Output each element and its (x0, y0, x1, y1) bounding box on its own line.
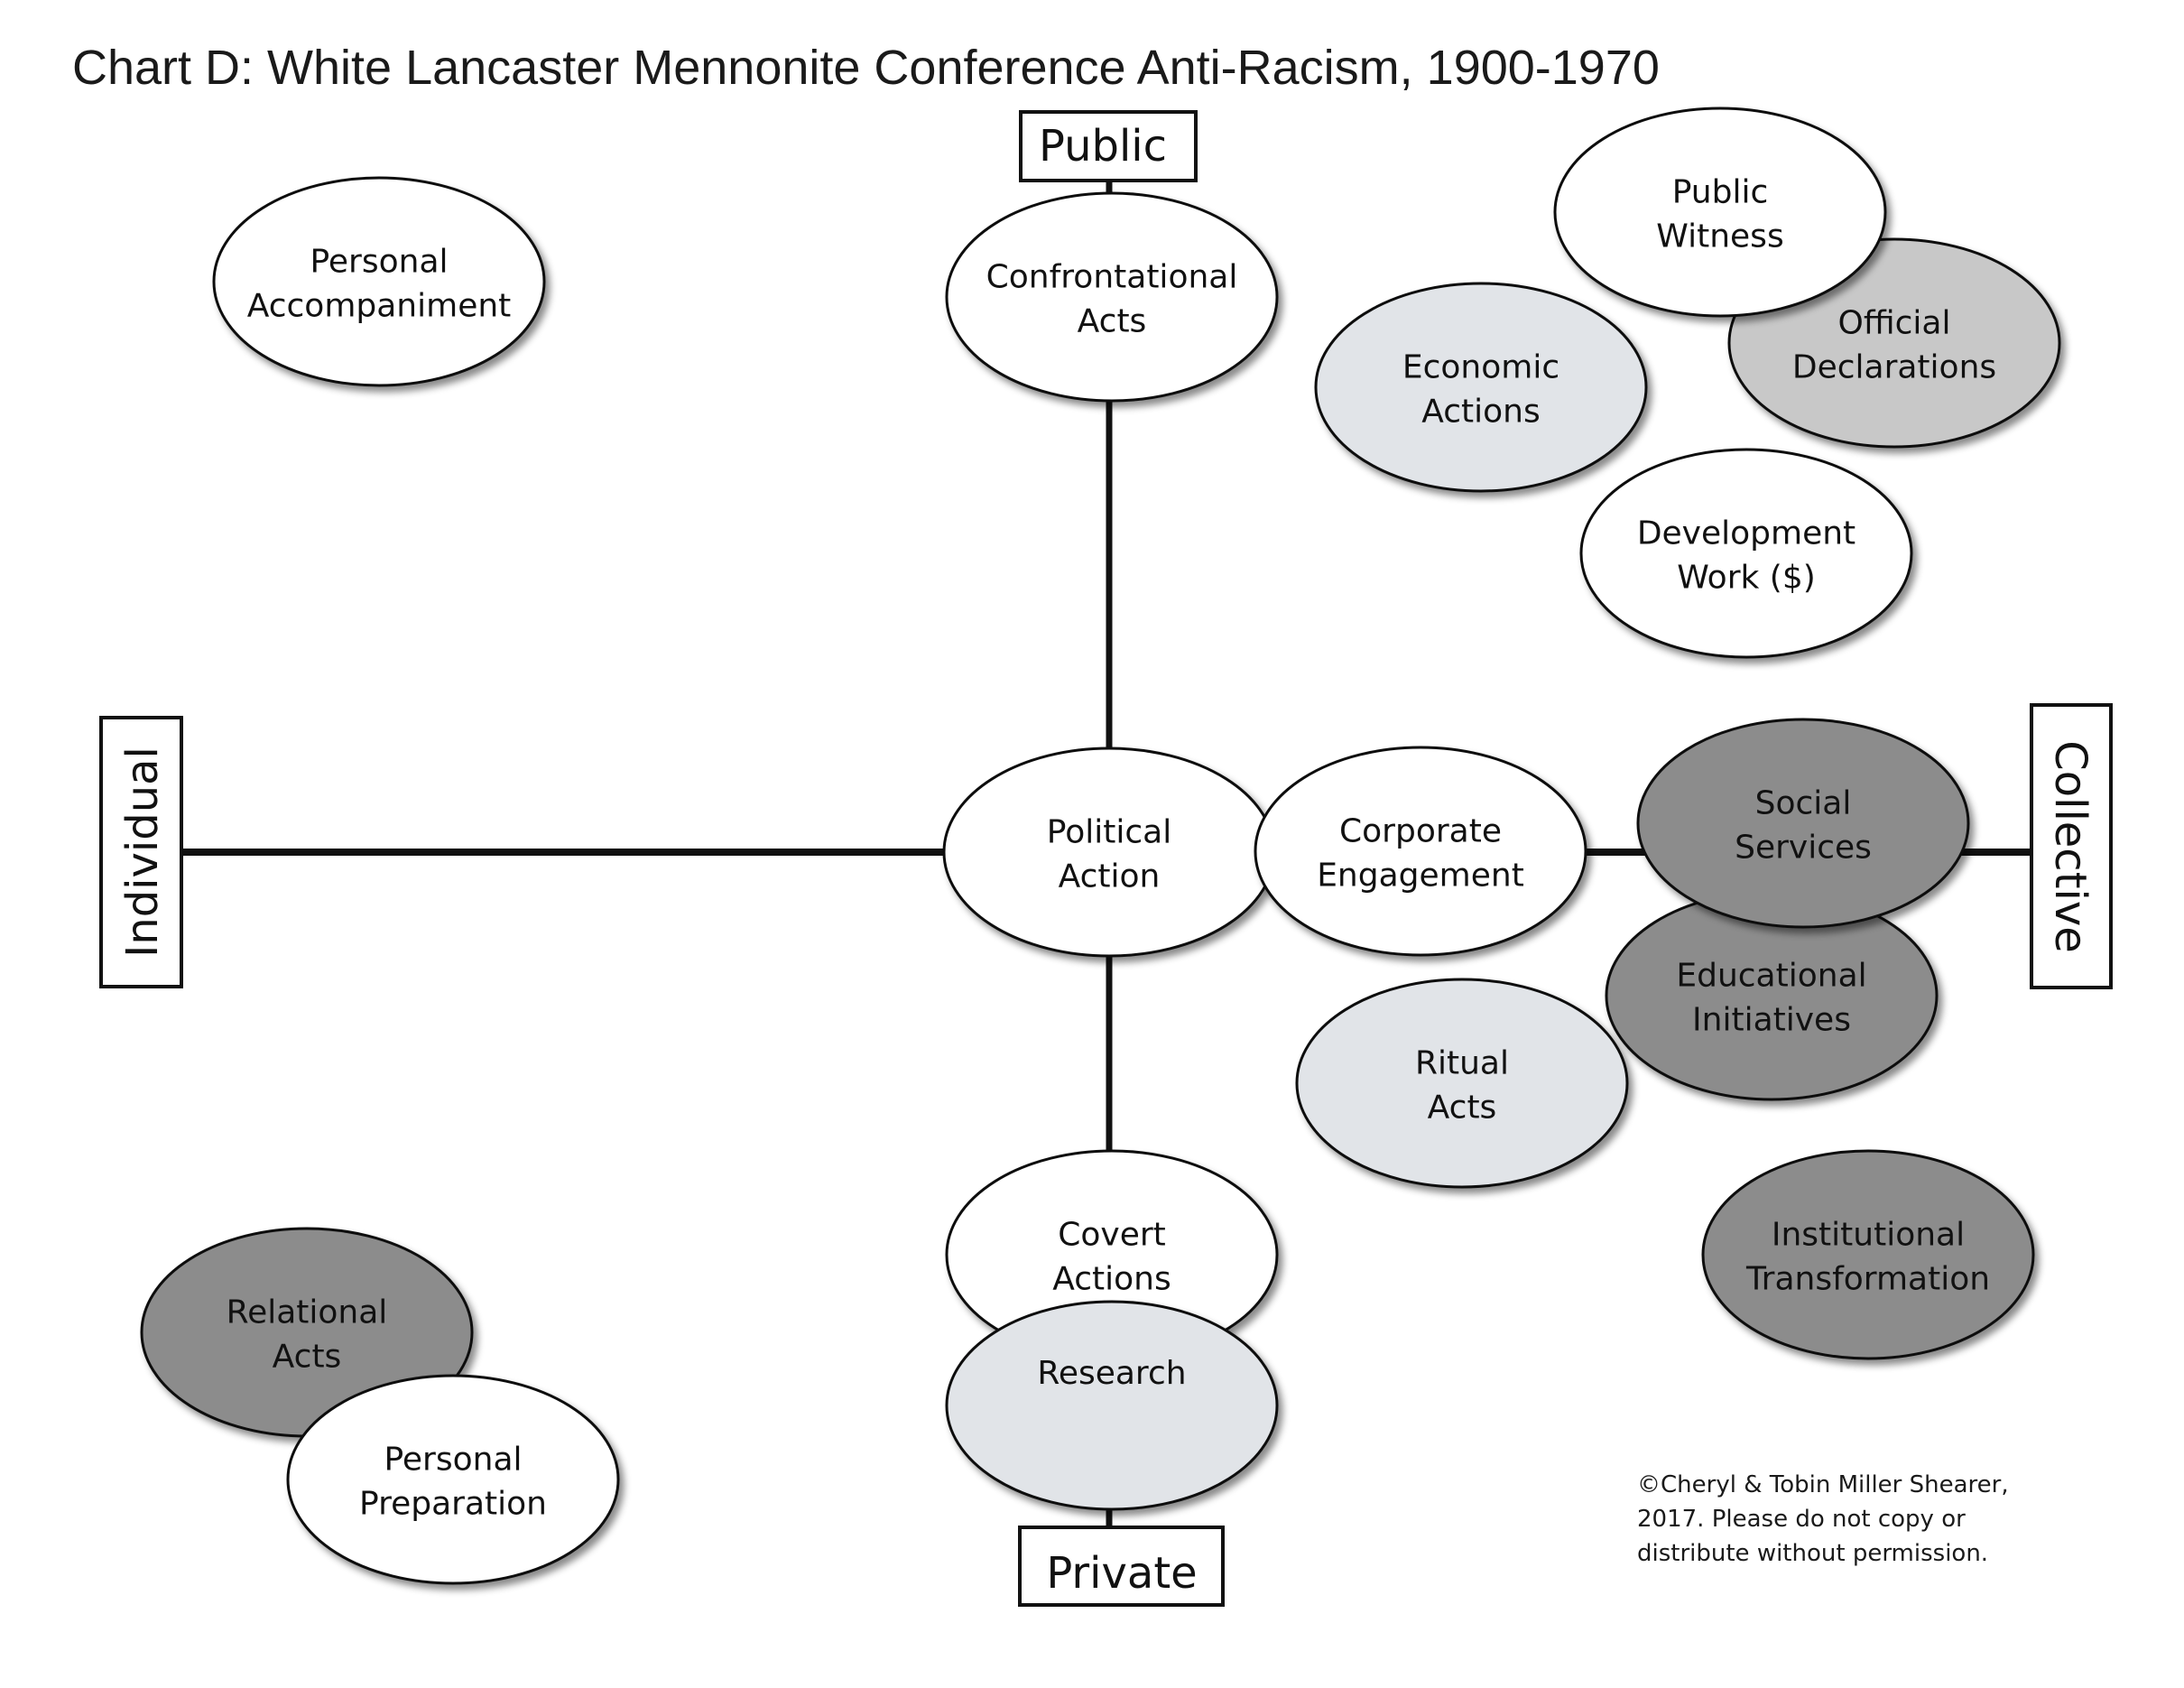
node-public-witness-label-line: Witness (1656, 218, 1783, 255)
node-corporate-engagement-label-line: Engagement (1317, 858, 1524, 895)
node-personal-preparation-label-line: Personal (384, 1442, 522, 1479)
node-political-action-label-line: Political (1047, 814, 1171, 851)
node-confrontational-acts-label-line: Confrontational (986, 259, 1238, 296)
node-covert-actions-label-line: Covert (1058, 1217, 1166, 1254)
node-development-work-ellipse (1579, 448, 1913, 659)
axis-label-public: Public (1019, 110, 1198, 182)
node-institutional-transformation-label-line: Transformation (1745, 1261, 1990, 1298)
node-confrontational-acts-ellipse (945, 191, 1279, 403)
node-personal-preparation-label-line: Preparation (359, 1486, 547, 1523)
node-development-work-label-line: Development (1637, 515, 1855, 552)
axis-label-collective: Collective (2030, 703, 2113, 989)
node-relational-acts-label-line: Acts (273, 1339, 342, 1376)
node-personal-accompaniment-label-line: Personal (310, 244, 448, 281)
node-development-work-label-line: Work ($) (1677, 560, 1816, 597)
node-social-services-ellipse (1636, 718, 1970, 929)
node-official-declarations-label-line: Official (1838, 305, 1951, 342)
node-corporate-engagement-ellipse (1254, 746, 1587, 957)
node-political-action-ellipse (942, 747, 1276, 958)
node-covert-actions-label-line: Actions (1052, 1261, 1171, 1298)
node-educational-initiatives-label-line: Initiatives (1692, 1002, 1851, 1039)
node-confrontational-acts-label-line: Acts (1078, 303, 1147, 340)
node-economic-actions-ellipse (1314, 282, 1648, 493)
axis-label-individual: Individual (99, 716, 183, 988)
axis-label-collective-text: Collective (2045, 740, 2096, 953)
node-social-services-label-line: Social (1755, 785, 1852, 822)
axis-label-individual-text: Individual (117, 747, 168, 958)
node-public-witness-label-line: Public (1672, 174, 1769, 211)
node-institutional-transformation-label-line: Institutional (1772, 1217, 1965, 1254)
axis-label-public-text: Public (1039, 121, 1167, 172)
node-research-ellipse (945, 1300, 1279, 1511)
node-research-label-line: Research (1037, 1355, 1186, 1392)
node-social-services-label-line: Services (1735, 830, 1872, 867)
node-economic-actions-label-line: Economic (1402, 349, 1559, 386)
chart-title: Chart D: White Lancaster Mennonite Confe… (72, 41, 1660, 95)
node-economic-actions-label-line: Actions (1421, 394, 1541, 431)
copyright-notice: ©Cheryl & Tobin Miller Shearer, 2017. Pl… (1637, 1471, 2009, 1567)
node-corporate-engagement-label-line: Corporate (1339, 813, 1502, 850)
node-layer: PersonalAccompanimentConfrontationalActs… (140, 107, 2061, 1585)
node-ritual-acts-ellipse (1295, 978, 1629, 1189)
node-relational-acts-label-line: Relational (227, 1294, 388, 1331)
node-institutional-transformation-ellipse (1701, 1149, 2035, 1360)
node-personal-preparation-ellipse (286, 1374, 620, 1585)
node-personal-accompaniment-label-line: Accompaniment (247, 288, 512, 325)
node-public-witness-ellipse (1553, 107, 1887, 318)
axis-label-private: Private (1018, 1526, 1225, 1607)
axis-label-private-text: Private (1046, 1548, 1197, 1599)
node-political-action-label-line: Action (1059, 858, 1161, 895)
node-ritual-acts-label-line: Ritual (1415, 1045, 1509, 1082)
node-research: Research (945, 1300, 1279, 1511)
node-ritual-acts-label-line: Acts (1428, 1090, 1497, 1127)
node-personal-accompaniment-ellipse (212, 176, 546, 387)
node-educational-initiatives-label-line: Educational (1676, 958, 1866, 995)
node-official-declarations-label-line: Declarations (1792, 349, 1996, 386)
